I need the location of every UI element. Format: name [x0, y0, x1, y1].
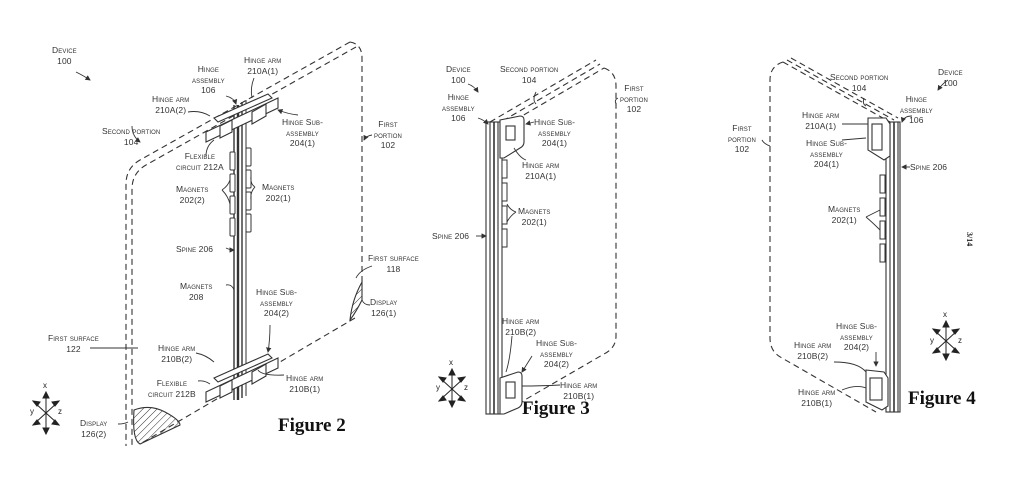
figure-2-leaders [75, 71, 373, 425]
axis-glyph-fig4 [931, 319, 961, 362]
figure-4-caption: Figure 4 [908, 388, 976, 409]
figure-3-drawing [467, 59, 619, 415]
display-126-1-hatch [349, 279, 363, 322]
second-portion-outline [782, 57, 899, 123]
magnets-202 [229, 147, 252, 237]
hinge-sub-assembly-204-1 [499, 115, 525, 159]
second-portion-outline [125, 41, 357, 446]
magnets-202-1 [879, 174, 886, 263]
spine-206 [485, 121, 503, 415]
axis-y-label: y [30, 407, 34, 416]
figure-3-leaders [467, 83, 619, 387]
axis-z-label: z [958, 336, 962, 345]
first-portion-outline [769, 61, 877, 413]
label-spine-206: Spine 206 [432, 231, 470, 241]
axis-x-label: x [943, 310, 947, 319]
axis-glyph-fig3 [437, 367, 467, 409]
axis-y-label: y [930, 336, 934, 345]
hinge-sub-assembly-204-1 [205, 93, 279, 143]
display-126-2-hatch [133, 406, 181, 445]
hinge-sub-assembly-204-2 [205, 353, 279, 403]
magnets-202-1 [501, 159, 508, 248]
axis-z-label: z [464, 383, 468, 392]
label-spine-206: Spine 206 [176, 244, 214, 254]
hinge-sub-assembly-204-2 [499, 371, 523, 415]
hinge-sub-assembly-204-1 [867, 117, 891, 161]
hinge-sub-assembly-204-2 [865, 369, 889, 411]
figure-4-drawing [761, 57, 949, 413]
axis-x-label: x [449, 358, 453, 367]
spine-206 [233, 100, 247, 400]
first-portion-outline [503, 67, 617, 413]
figure-3-caption: Figure 3 [522, 398, 590, 419]
spine-206 [885, 121, 901, 413]
figure-2-caption: Figure 2 [278, 415, 346, 436]
figure-4-leaders [761, 79, 949, 391]
axis-x-label: x [43, 381, 47, 390]
axis-glyph-fig2 [31, 390, 61, 436]
figure-2-drawing [75, 41, 373, 446]
axis-z-label: z [58, 407, 62, 416]
label-spine-206: Spine 206 [910, 162, 948, 172]
axis-y-label: y [436, 383, 440, 392]
sheet-number: 3/14 [965, 232, 974, 247]
